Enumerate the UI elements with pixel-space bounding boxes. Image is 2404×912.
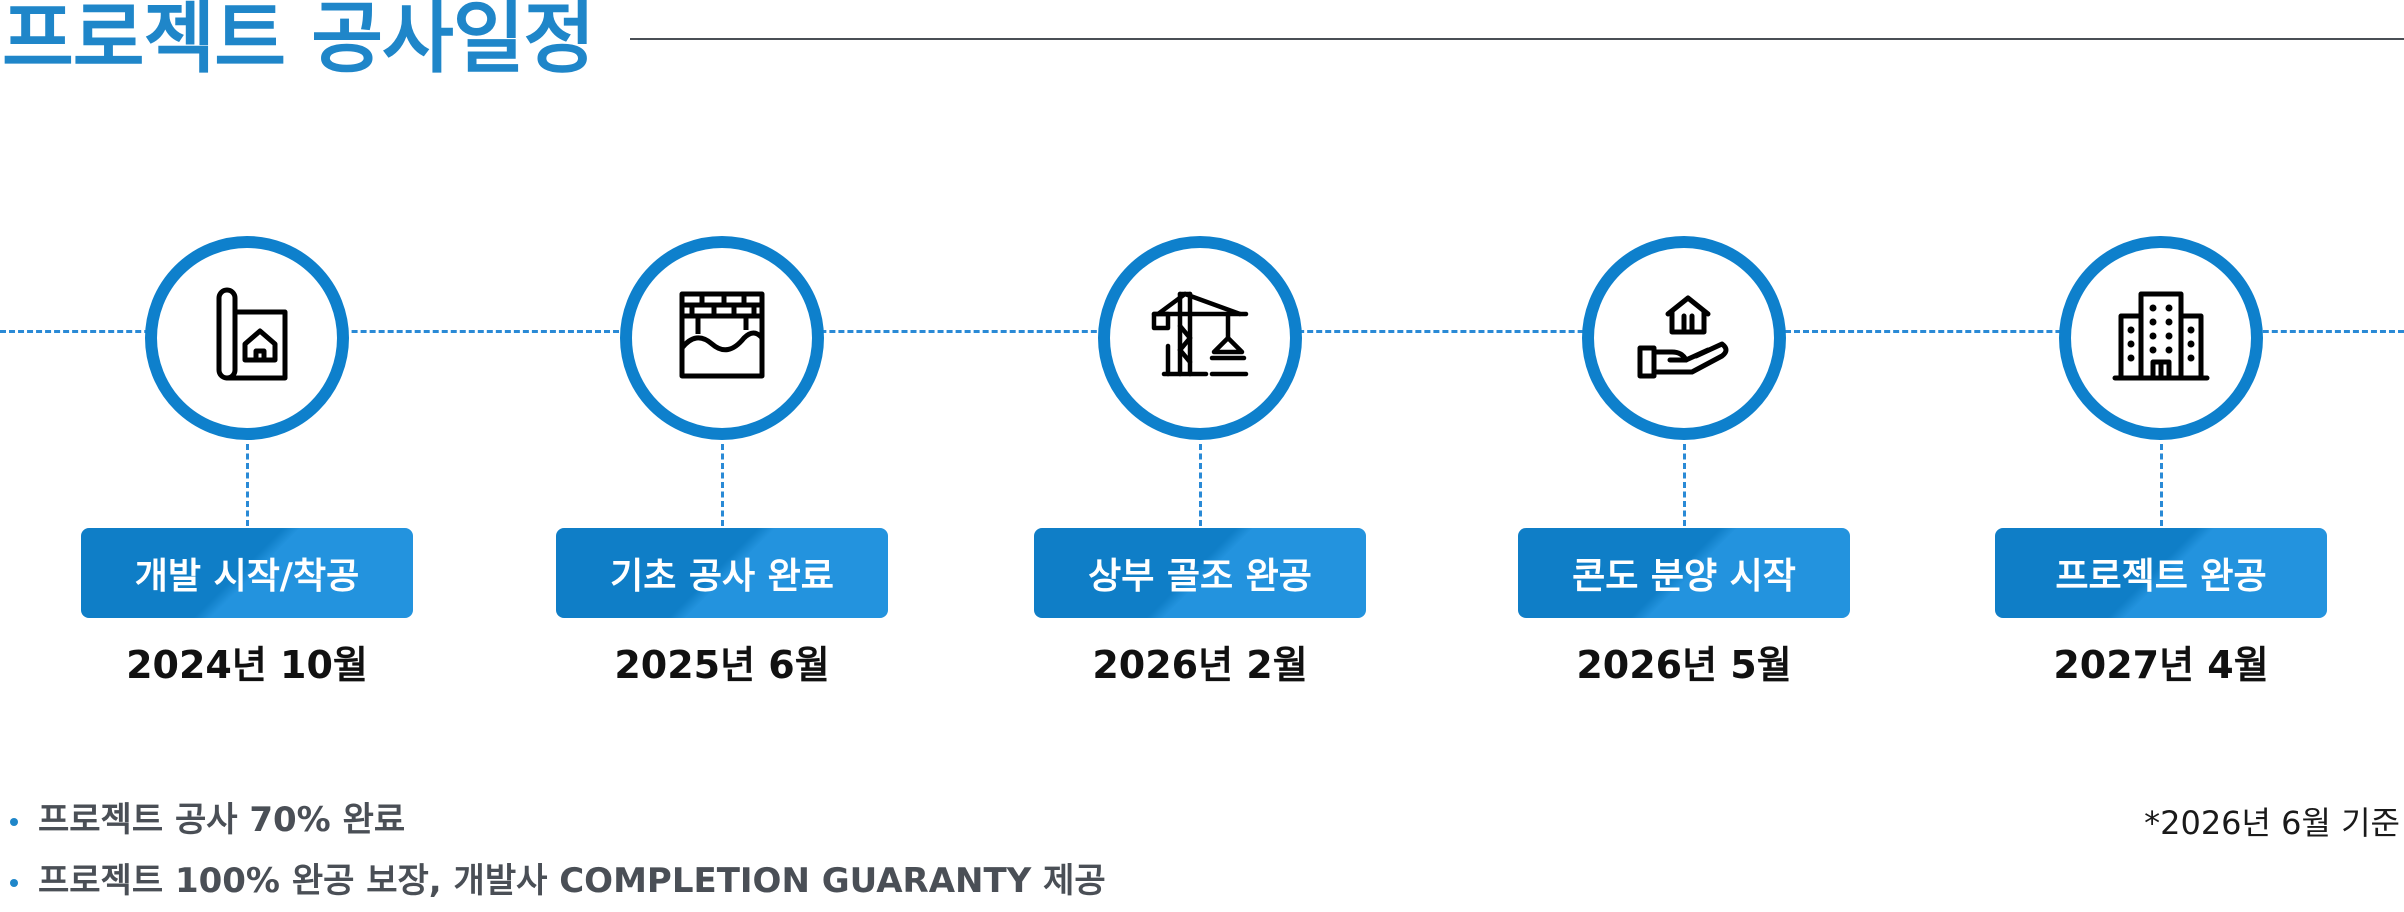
milestone-date: 2026년 2월 bbox=[1092, 643, 1308, 687]
note-item: 프로젝트 100% 완공 보장, 개발사 COMPLETION GUARANTY… bbox=[10, 851, 1106, 912]
foundation-icon bbox=[672, 286, 772, 390]
milestone-label-box: 콘도 분양 시작 bbox=[1518, 528, 1850, 618]
milestone-connector bbox=[721, 444, 724, 526]
milestone-date: 2025년 6월 bbox=[614, 643, 830, 687]
milestone-label-box: 기초 공사 완료 bbox=[556, 528, 888, 618]
note-text: 프로젝트 100% 완공 보장, 개발사 COMPLETION GUARANTY… bbox=[38, 861, 1106, 901]
milestone-label: 개발 시작/착공 bbox=[134, 556, 360, 597]
milestone-circle bbox=[620, 236, 824, 440]
milestone-label-box: 개발 시작/착공 bbox=[81, 528, 413, 618]
page-title: 프로젝트 공사일정 bbox=[2, 0, 595, 84]
hand-house-icon bbox=[1634, 286, 1734, 390]
milestone-label: 프로젝트 완공 bbox=[2055, 556, 2267, 597]
milestone-date: 2026년 5월 bbox=[1576, 643, 1792, 687]
milestone-label: 상부 골조 완공 bbox=[1088, 556, 1312, 597]
milestone-label-box: 상부 골조 완공 bbox=[1034, 528, 1366, 618]
bullet-dot bbox=[10, 818, 18, 826]
milestone-label-box: 프로젝트 완공 bbox=[1995, 528, 2327, 618]
milestone-circle bbox=[1582, 236, 1786, 440]
milestone-connector bbox=[1683, 444, 1686, 526]
notes-list: 프로젝트 공사 70% 완료 프로젝트 100% 완공 보장, 개발사 COMP… bbox=[10, 790, 1106, 912]
milestone-label: 콘도 분양 시작 bbox=[1572, 556, 1796, 597]
construction-crane-icon bbox=[1150, 286, 1250, 390]
milestone-circle bbox=[145, 236, 349, 440]
milestone-date: 2024년 10월 bbox=[126, 643, 368, 687]
milestone-circle bbox=[2059, 236, 2263, 440]
note-text: 프로젝트 공사 70% 완료 bbox=[38, 800, 406, 840]
milestone-date: 2027년 4월 bbox=[2053, 643, 2269, 687]
building-icon bbox=[2111, 286, 2211, 390]
milestone-label: 기초 공사 완료 bbox=[610, 556, 834, 597]
note-item: 프로젝트 공사 70% 완료 bbox=[10, 790, 1106, 851]
milestone-connector bbox=[1199, 444, 1202, 526]
milestone-circle bbox=[1098, 236, 1302, 440]
blueprint-house-icon bbox=[197, 286, 297, 390]
bullet-dot bbox=[10, 879, 18, 887]
title-divider bbox=[630, 38, 2404, 40]
milestone-connector bbox=[2160, 444, 2163, 526]
footnote: *2026년 6월 기준 bbox=[2144, 804, 2400, 842]
milestone-connector bbox=[246, 444, 249, 526]
